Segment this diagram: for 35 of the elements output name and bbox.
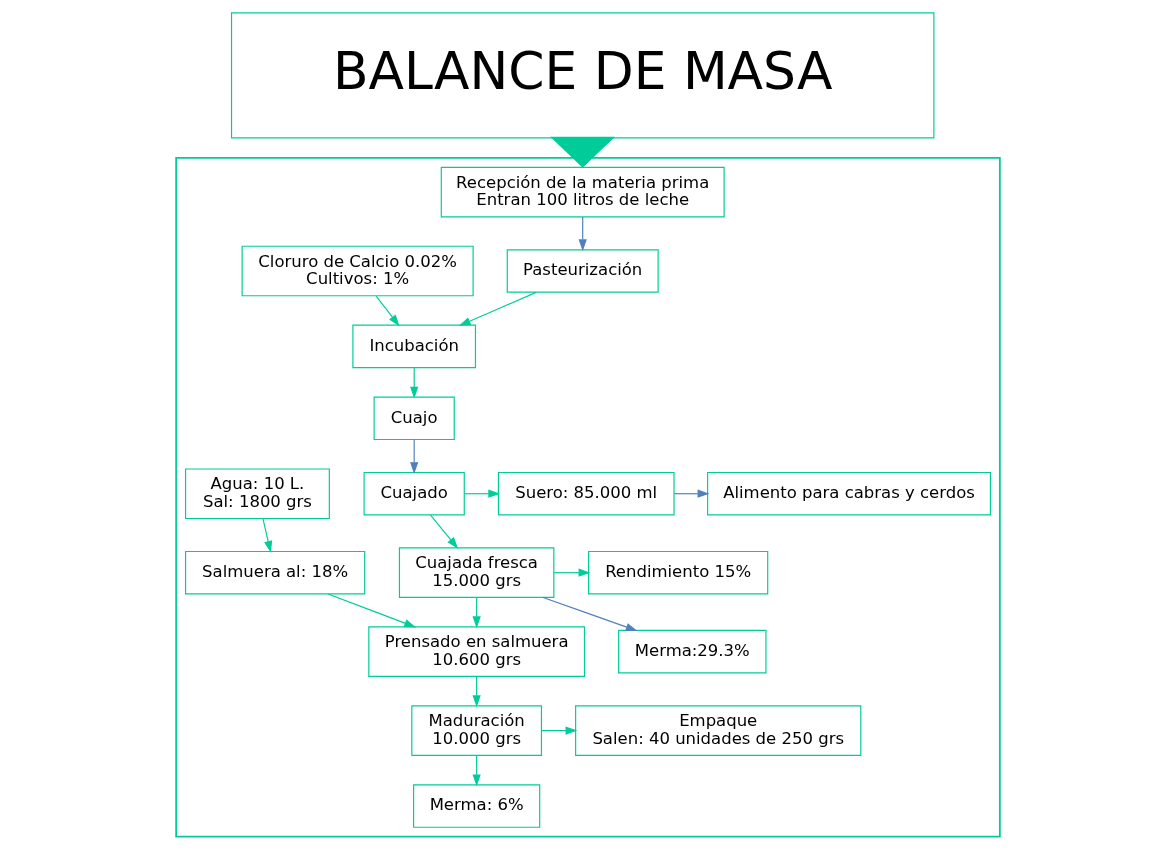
node-box: BALANCE DE MASA	[230, 12, 935, 139]
node-box: Suero: 85.000 ml	[497, 471, 675, 516]
arrow	[410, 367, 419, 399]
arrow	[472, 676, 481, 708]
node-box: Incubación	[352, 324, 477, 369]
node-box: Rendimiento 15%	[588, 550, 769, 595]
arrow	[464, 489, 501, 498]
arrow	[375, 295, 400, 327]
arrow	[553, 568, 591, 577]
arrow	[542, 596, 638, 631]
node-box: Salmuera al: 18%	[185, 550, 366, 595]
arrow	[541, 726, 578, 735]
node-box: Cuajada fresca 15.000 grs	[398, 547, 555, 598]
node-box: Maduración 10.000 grs	[411, 705, 543, 756]
node-box: Cloruro de Calcio 0.02% Cultivos: 1%	[241, 245, 474, 297]
arrow	[262, 518, 273, 553]
arrow	[472, 597, 481, 629]
cluster	[175, 157, 1001, 838]
node-box: Merma: 6%	[413, 784, 541, 828]
arrow	[458, 291, 537, 326]
arrow	[673, 489, 710, 498]
node-box: Recepción de la materia prima Entran 100 litros de leche	[440, 166, 725, 218]
node-box: Cuajo	[373, 396, 455, 441]
arrow	[578, 216, 587, 252]
arrow	[327, 593, 417, 628]
node-box: Empaque Salen: 40 unidades de 250 grs	[575, 705, 862, 756]
node-box: Merma:29.3%	[618, 629, 767, 674]
arrow	[430, 514, 459, 549]
node-box: Cuajado	[363, 471, 465, 516]
node-box: Agua: 10 L. Sal: 1800 grs	[185, 468, 330, 520]
arrow	[472, 755, 481, 787]
node-box: Alimento para cabras y cerdos	[707, 471, 991, 516]
arrow	[410, 439, 419, 475]
node-box: Prensado en salmuera 10.600 grs	[368, 626, 586, 677]
node-box: Pasteurización	[506, 249, 659, 293]
